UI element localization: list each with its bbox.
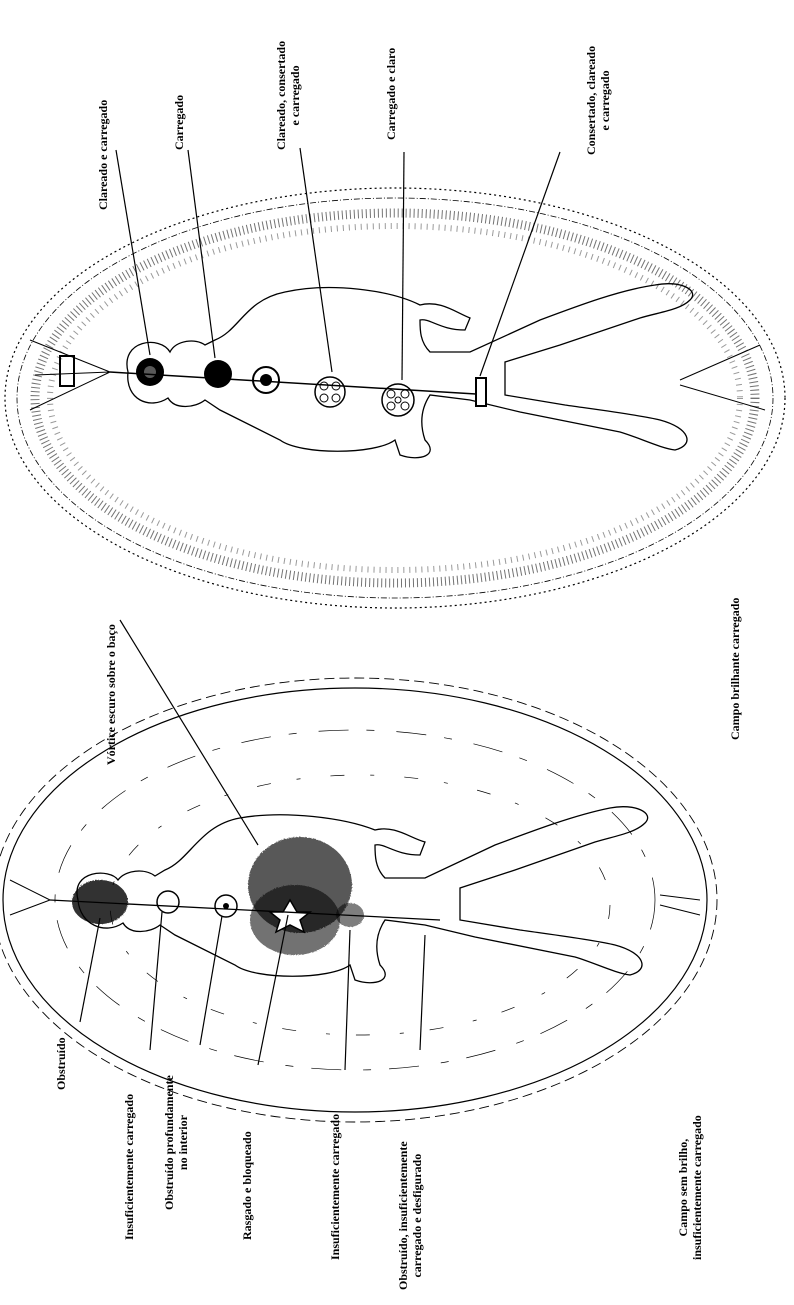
label-text: Rasgado e bloqueado (240, 1131, 254, 1240)
chakra-solar-cleared (315, 377, 345, 407)
label-text: Insuficientemente carregado (328, 1114, 342, 1260)
label-text-line1: Obstruído profundamente (162, 1075, 176, 1210)
label-text-line2: no interior (176, 1075, 190, 1210)
label-text-line1: Clareado, consertado (274, 41, 288, 150)
label-carregado-claro: Carregado e claro (384, 48, 398, 140)
label-insuficientemente-carregado-1: Insuficientemente carregado (122, 1094, 136, 1240)
label-text-line2: carregado e desfigurado (410, 1141, 424, 1290)
label-text-line1: Obstruído, insuficientemente (396, 1141, 410, 1290)
dull-field-streaks-inner (110, 775, 610, 1035)
head-rays (30, 340, 110, 410)
chakra-throat-charged (204, 360, 232, 388)
label-obstruido-insuficientemente: Obstruído, insuficientemente carregado e… (396, 1141, 424, 1290)
label-text: Obstruído (54, 1037, 68, 1090)
central-channel (110, 372, 476, 394)
label-clareado-carregado: Clareado e carregado (96, 100, 110, 210)
label-carregado: Carregado (172, 95, 186, 150)
label-obstruido: Obstruído (54, 1037, 68, 1090)
healthy-pointers (116, 148, 560, 380)
label-text: Vórtice escuro sobre o baço (104, 624, 118, 765)
label-text: Carregado e claro (384, 48, 398, 140)
label-campo-sem-brilho: Campo sem brilho, insuficientemente carr… (676, 1115, 704, 1260)
dull-field-streaks (55, 730, 655, 1070)
label-vortice: Vórtice escuro sobre o baço (104, 624, 118, 765)
label-clareado-consertado: Clareado, consertado e carregado (274, 41, 302, 150)
label-text-line2: insuficientemente carregado (690, 1115, 704, 1260)
label-insuficientemente-carregado-2: Insuficientemente carregado (328, 1114, 342, 1260)
label-text: Carregado (172, 95, 186, 150)
label-text-line1: Consertado, clareado (584, 46, 598, 155)
label-text: Insuficientemente carregado (122, 1094, 136, 1240)
label-text-line2: e carregado (598, 46, 612, 155)
label-consertado-clareado: Consertado, clareado e carregado (584, 46, 612, 155)
label-text: Campo brilhante carregado (728, 598, 742, 740)
label-text-line1: Campo sem brilho, (676, 1115, 690, 1260)
chakra-root-repaired (476, 378, 486, 406)
label-rasgado-bloqueado: Rasgado e bloqueado (240, 1131, 254, 1240)
feet-rays (680, 345, 765, 410)
label-text-line2: e carregado (288, 41, 302, 150)
label-campo-brilhante: Campo brilhante carregado (728, 598, 742, 740)
crown-chakra (60, 356, 74, 386)
label-obstruido-profundamente: Obstruído profundamente no interior (162, 1075, 190, 1210)
label-text: Clareado e carregado (96, 100, 110, 210)
healthy-aura (5, 148, 785, 608)
chakra-throat-weak (157, 891, 179, 913)
